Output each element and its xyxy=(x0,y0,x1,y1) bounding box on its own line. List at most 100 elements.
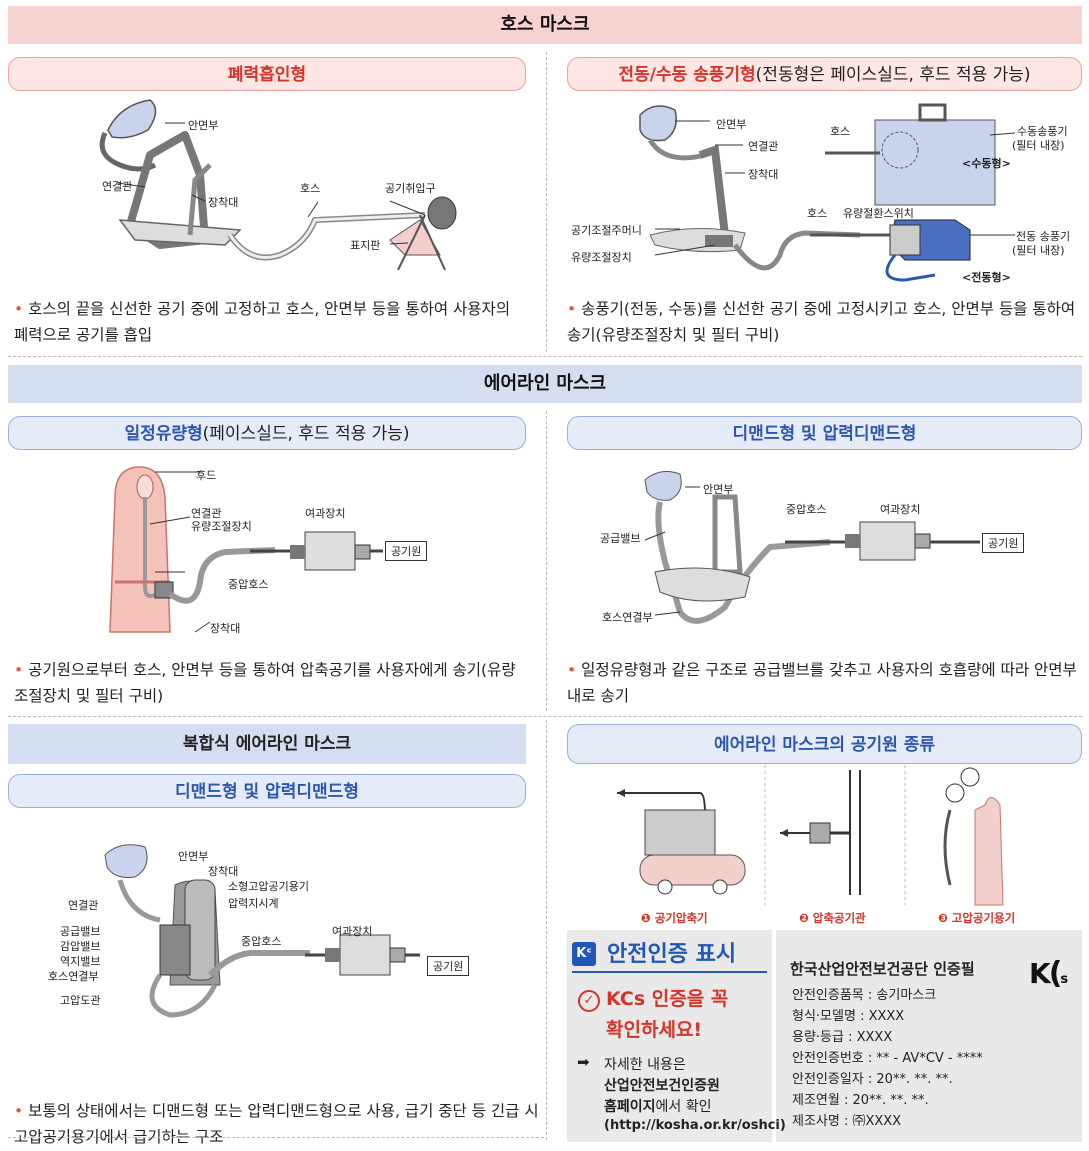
label-filter-unit-3: 여과장치 xyxy=(332,925,373,938)
label-face-3: 안면부 xyxy=(703,483,734,496)
constant-flow-desc-text: 공기원으로부터 호스, 안면부 등을 통하여 압축공기를 사용자에게 송기(유량… xyxy=(14,661,516,705)
kcs-stamp-line-2: 형식·모델명 : XXXX xyxy=(792,1009,905,1024)
constant-flow-illustration xyxy=(109,466,383,633)
label-reducing-valve: 감압밸브 xyxy=(60,940,101,953)
pill-constant-flow-rest: (페이스실드, 후드 적용 가능) xyxy=(202,424,410,444)
label-connector-4: 연결관 xyxy=(68,899,99,912)
source-compressor: ❶ 공기압축기 xyxy=(641,911,708,925)
kcs-title: 안전인증 표시 xyxy=(607,942,737,967)
label-connector-3: 연결관 xyxy=(191,507,222,520)
composite-desc-text: 보통의 상태에서는 디맨드형 또는 압력디맨드형으로 사용, 급기 중단 등 긴… xyxy=(14,1102,539,1146)
pill-blower-rest: (전동형은 페이스실드, 후드 적용 가능) xyxy=(755,65,1031,85)
airline-mask-title: 에어라인 마스크 xyxy=(8,365,1082,403)
label-flow-control-2: 유량조절장치 xyxy=(191,520,252,533)
label-electric-blower: 전동 송풍기 xyxy=(1016,230,1071,243)
label-connector: 연결관 xyxy=(102,180,133,193)
label-hood: 후드 xyxy=(196,469,217,482)
label-pressure-gauge: 압력지시계 xyxy=(228,897,279,910)
label-hose-coupling: 호스연결부 xyxy=(602,611,653,624)
label-filter-2: (필터 내장) xyxy=(1012,244,1065,257)
kcs-stamp-line-3: 용량·등급 : XXXX xyxy=(792,1030,893,1045)
pill-demand-type: 디맨드형 및 압력디맨드형 xyxy=(567,416,1082,450)
kcs-info-line1: 자세한 내용은 xyxy=(604,1057,686,1073)
demand-desc-text: 일정유량형과 같은 구조로 공급밸브를 갖추고 사용자의 호흡량에 따라 안면부… xyxy=(567,661,1077,705)
kcs-stamp-line-4: 안전인증번호 : ** - AV*CV - **** xyxy=(792,1051,983,1066)
kcs-check-line1: KCs 인증을 꼭 xyxy=(606,988,729,1010)
label-filter-unit: 여과장치 xyxy=(305,507,346,520)
label-face: 안면부 xyxy=(188,119,219,132)
source-compressed-pipe: ❷ 압축공기관 xyxy=(799,911,866,925)
label-hose-3: 호스 xyxy=(807,207,828,220)
label-hose-2: 호스 xyxy=(830,125,851,138)
kcs-title-underline xyxy=(572,971,767,973)
label-harness-3: 장착대 xyxy=(210,622,241,635)
source-high-pressure-cylinder: ❸ 고압공기용기 xyxy=(938,911,1016,925)
label-medium-hose: 중압호스 xyxy=(228,578,269,591)
pill-composite-demand: 디맨드형 및 압력디맨드형 xyxy=(8,774,526,808)
demand-illustration xyxy=(644,471,980,624)
demand-desc: • 일정유량형과 같은 구조로 공급밸브를 갖추고 사용자의 호흡량에 따라 안… xyxy=(567,661,1077,705)
negative-pressure-illustration xyxy=(99,99,457,271)
kcs-check-line2: 확인하세요! xyxy=(606,1019,703,1041)
pill-blower-type: 전동/수동 송풍기형(전동형은 페이스실드, 후드 적용 가능) xyxy=(567,57,1082,91)
composite-desc: • 보통의 상태에서는 디맨드형 또는 압력디맨드형으로 사용, 급기 중단 등… xyxy=(14,1102,539,1146)
label-flow-control: 유량조절장치 xyxy=(571,251,632,264)
label-small-cylinder: 소형고압공기용기 xyxy=(228,880,309,893)
kcs-info-homepage: 홈페이지 xyxy=(604,1099,656,1115)
divider-v3 xyxy=(546,720,547,1140)
kcs-info-line3: 홈페이지에서 확인 xyxy=(604,1096,712,1116)
label-supply-valve-2: 공급밸브 xyxy=(60,925,101,938)
pill-constant-flow-main: 일정유량형 xyxy=(124,424,203,444)
kcs-stamp-line-1: 안전인증품목 : 송기마스크 xyxy=(792,988,937,1003)
label-filter-1: (필터 내장) xyxy=(1012,139,1065,152)
check-icon: ✓ xyxy=(578,990,600,1012)
label-air-bag: 공기조절주머니 xyxy=(571,224,642,237)
label-harness: 장착대 xyxy=(208,196,239,209)
air-sources-illustration xyxy=(617,765,1004,906)
label-supply-valve: 공급밸브 xyxy=(600,532,641,545)
divider-v2 xyxy=(546,411,547,711)
label-air-source-2: 공기원 xyxy=(982,533,1025,553)
label-electric-type: <전동형> xyxy=(962,271,1011,284)
kcs-stamp-logo: K(s xyxy=(1029,956,1068,991)
pill-constant-flow: 일정유량형(페이스실드, 후드 적용 가능) xyxy=(8,416,526,450)
kcs-stamp-line-5: 안전인증일자 : 20**. **. **. xyxy=(792,1072,953,1087)
kcs-stamp-panel xyxy=(776,930,1082,1142)
negative-pressure-desc-text: 호스의 끝을 신선한 공기 중에 고정하고 호스, 안면부 등을 통하여 사용자… xyxy=(14,300,511,344)
divider-h2 xyxy=(8,716,1082,717)
label-air-source: 공기원 xyxy=(385,541,428,561)
blower-desc: • 송풍기(전동, 수동)를 신선한 공기 중에 고정시키고 호스, 안면부 등… xyxy=(567,300,1076,344)
hose-mask-title: 호스 마스크 xyxy=(8,6,1082,44)
label-air-source-3: 공기원 xyxy=(427,956,470,976)
kcs-info-line2: 산업안전보건인증원 xyxy=(604,1078,720,1094)
label-air-intake: 공기취입구 xyxy=(385,182,436,195)
kcs-stamp-line-7: 제조사명 : ㈜XXXX xyxy=(792,1114,902,1129)
label-medium-hose-3: 중압호스 xyxy=(241,935,282,948)
label-face-2: 안면부 xyxy=(716,118,747,131)
label-harness-4: 장착대 xyxy=(208,865,239,878)
kcs-stamp-title: 한국산업안전보건공단 인증필 xyxy=(790,960,975,978)
arrow-right-icon: ➡ xyxy=(577,1053,590,1071)
label-connector-2: 연결관 xyxy=(748,140,779,153)
label-manual-type: <수동형> xyxy=(962,157,1011,170)
kcs-logo-small-icon: Kᶜ xyxy=(572,942,596,966)
label-medium-hose-2: 중압호스 xyxy=(786,503,827,516)
label-hose: 호스 xyxy=(300,182,321,195)
pill-negative-pressure: 폐력흡인형 xyxy=(8,57,526,91)
label-high-pressure-tube: 고압도관 xyxy=(60,994,101,1007)
label-sign: 표지판 xyxy=(350,239,381,252)
kcs-info-check: 에서 확인 xyxy=(655,1099,712,1115)
divider-h1 xyxy=(8,356,1082,357)
kcs-info-url[interactable]: (http://kosha.or.kr/oshci) xyxy=(604,1118,786,1133)
label-filter-unit-2: 여과장치 xyxy=(880,503,921,516)
divider-h3 xyxy=(8,1137,544,1138)
constant-flow-desc: • 공기원으로부터 호스, 안면부 등을 통하여 압축공기를 사용자에게 송기(… xyxy=(14,661,516,705)
blower-illustration xyxy=(639,103,1016,282)
label-manual-blower: 수동송풍기 xyxy=(1017,125,1068,138)
label-face-4: 안면부 xyxy=(178,850,209,863)
label-hose-coupling-2: 호스연결부 xyxy=(48,970,99,983)
composite-title: 복합식 에어라인 마스크 xyxy=(8,724,526,764)
kcs-stamp-line-6: 제조연월 : 20**. **. **. xyxy=(792,1093,929,1108)
label-check-valve: 역지밸브 xyxy=(60,955,101,968)
pill-blower-main: 전동/수동 송풍기형 xyxy=(618,65,756,85)
